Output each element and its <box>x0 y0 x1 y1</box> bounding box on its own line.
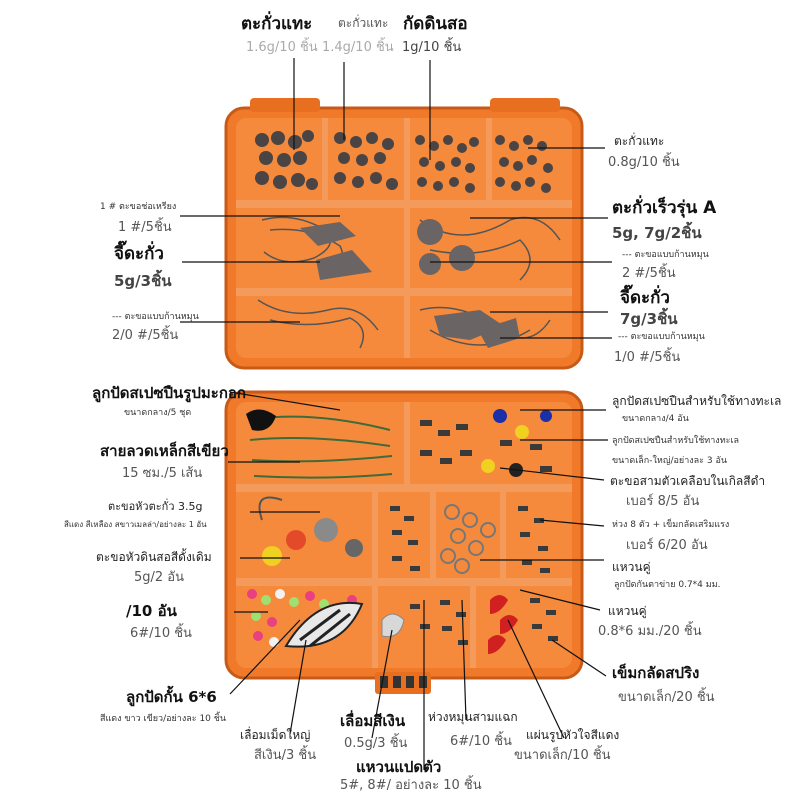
snap-swivels-small <box>390 506 550 573</box>
label-r1-spec: 0.8g/10 ชิ้น <box>608 155 680 170</box>
label-r4-title: จี๊ดะกั่ว <box>620 288 670 308</box>
label-l2-title: จี๊ดะกั่ว <box>114 244 164 264</box>
label-b1-title: ลูกปัดกั้น 6*6 <box>126 688 217 706</box>
label-r3-spec: 2 #/5ชิ้น <box>622 266 676 281</box>
label-b3-spec: 0.5g/3 ชิ้น <box>344 736 408 751</box>
label-r6-title: ลูกปัดสเปซปืนสำหรับใช้ทางทะเล <box>612 394 782 408</box>
label-l1-title: 1 # ตะขอช่อเหรียง <box>100 202 177 212</box>
red-heart-plates <box>488 595 518 654</box>
label-r10-spec: ลูกปัดกันตาข่าย 0.7*4 มม. <box>614 580 721 590</box>
label-b2-spec: สีเงิน/3 ชิ้น <box>254 748 317 763</box>
label-l8-spec: 6#/10 ชิ้น <box>130 626 192 641</box>
label-l3-title: --- ตะขอแบบก้านหมุน <box>112 312 199 322</box>
silver-spoon <box>381 613 405 638</box>
callout-lines <box>180 58 612 770</box>
label-top-mid-title: ตะกั่วแทะ <box>338 16 389 30</box>
label-r5-spec: 1/0 #/5ชิ้น <box>614 350 681 365</box>
label-r11-title: แหวนคู่ <box>608 604 647 618</box>
label-r1-title: ตะกั่วแทะ <box>614 134 665 148</box>
label-r12-spec: ขนาดเล็ก/20 ชิ้น <box>618 690 715 705</box>
jig-heads <box>258 496 363 566</box>
upper-dividers <box>236 118 572 358</box>
label-r7-spec: ขนาดเล็ก-ใหญ่/อย่างละ 3 อัน <box>612 456 728 466</box>
label-l7-spec: 5g/2 อัน <box>134 570 185 585</box>
label-l5-title: สายลวดเหล็กสีเขียว <box>100 442 229 460</box>
snap-swivels <box>420 420 552 472</box>
label-b5-title: แผ่นรูปหัวใจสีแดง <box>526 728 620 742</box>
label-top-mid-spec: 1.4g/10 ชิ้น <box>322 40 394 55</box>
label-top-right-spec: 1g/10 ชิ้น <box>402 40 462 55</box>
beads-colored <box>481 409 552 477</box>
spring-snaps <box>530 598 558 641</box>
label-l1-spec: 1 #/5ชิ้น <box>118 220 172 235</box>
label-b6-spec: 5#, 8#/ อย่างละ 10 ชิ้น <box>340 778 482 793</box>
label-r9-title: ห่วง 8 ตัว + เข็มกลัดเสริมแรง <box>612 520 730 530</box>
label-b5-spec: ขนาดเล็ก/10 ชิ้น <box>514 748 611 763</box>
label-r5-title: --- ตะขอแบบก้านหมุน <box>618 332 705 342</box>
bullet-sinkers <box>300 219 520 348</box>
label-b3-title: เลื่อมสีเงิน <box>340 712 406 730</box>
label-b1-spec: สีแดง ขาว เขียว/อย่างละ 10 ชิ้น <box>100 714 227 724</box>
label-r12-title: เข็มกลัดสปริง <box>612 664 700 682</box>
label-r6-spec: ขนาดกลาง/4 อัน <box>622 414 689 424</box>
label-r2-title: ตะกั่วเร็วรุ่น A <box>612 198 717 218</box>
label-l4-title: ลูกปัดสเปซปืนรูปมะกอก <box>92 384 246 402</box>
label-l7-title: ตะขอหัวดินสอสีดั้งเดิม <box>96 550 212 564</box>
stop-beads <box>247 589 357 647</box>
label-r10-title: แหวนคู่ <box>612 560 651 574</box>
label-b2-title: เลื่อมเม็ดใหญ่ <box>240 728 311 742</box>
label-r2-spec: 5g, 7g/2ชิ้น <box>612 224 702 242</box>
split-rings <box>440 504 496 574</box>
label-l5-spec: 15 ซม./5 เส้น <box>122 466 203 481</box>
label-r8-title: ตะขอสามตัวเคลือบในเกิลสีดำ <box>610 474 766 488</box>
label-b6-title: แหวนแปดตัว <box>356 758 442 776</box>
label-b4-spec: 6#/10 ชิ้น <box>450 734 512 749</box>
label-top-left-title: ตะกั่วแทะ <box>241 14 313 34</box>
label-l3-spec: 2/0 #/5ชิ้น <box>112 328 179 343</box>
label-r3-title: --- ตะขอแบบก้านหมุน <box>622 250 709 260</box>
label-top-left-spec: 1.6g/10 ชิ้น <box>246 40 318 55</box>
label-l4-spec: ขนาดกลาง/5 ชุด <box>124 408 192 418</box>
label-l2-spec: 5g/3ชิ้น <box>114 272 172 290</box>
label-r8-spec: เบอร์ 8/5 อัน <box>626 494 700 509</box>
label-r9-spec: เบอร์ 6/20 อัน <box>626 538 708 553</box>
label-top-right-title: กัดดินสอ <box>403 14 468 34</box>
label-l6-spec: สีแดง สีเหลือง สขาวเมลล่า/อย่างละ 1 อัน <box>64 520 207 529</box>
label-l6-title: ตะขอหัวตะกั่ว 3.5g <box>108 500 203 513</box>
lower-dividers <box>236 402 572 668</box>
label-b4-title: ห่วงหมุนสามแฉก <box>428 710 518 724</box>
label-r7-title: ลูกปัดสเปซปืนสำหรับใช้ทางทะเล <box>612 436 740 446</box>
label-l8-title: /10 อัน <box>126 602 177 620</box>
label-r4-spec: 7g/3ชิ้น <box>620 310 678 328</box>
label-r11-spec: 0.8*6 มม./20 ชิ้น <box>598 624 702 639</box>
